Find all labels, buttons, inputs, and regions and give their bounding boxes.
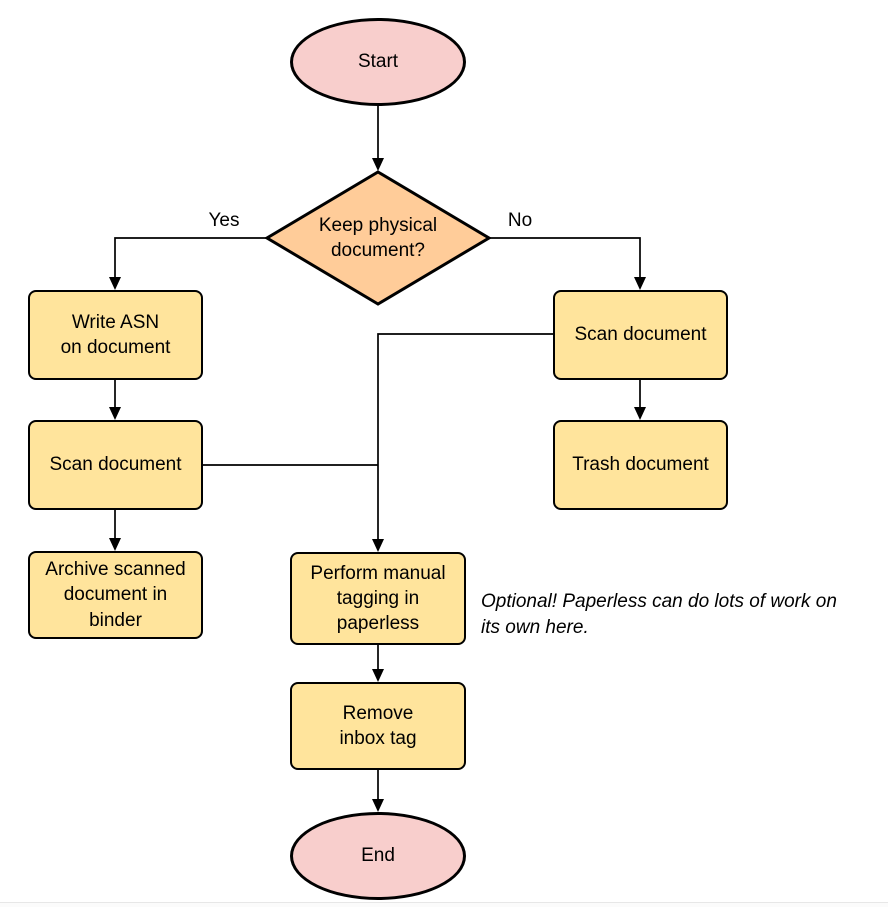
edge-label-yes: Yes bbox=[208, 210, 240, 231]
node-manual-tagging-label: Perform manual tagging in paperless bbox=[310, 562, 446, 635]
node-start: Start bbox=[290, 18, 466, 106]
node-trash-document-label: Trash document bbox=[572, 454, 709, 476]
edge-label-no: No bbox=[507, 210, 533, 231]
node-trash-document: Trash document bbox=[553, 420, 728, 510]
node-start-label: Start bbox=[357, 51, 399, 73]
node-scan-document-right-label: Scan document bbox=[574, 324, 707, 346]
node-scan-document-right: Scan document bbox=[553, 290, 728, 380]
node-write-asn-label: Write ASN on document bbox=[60, 311, 171, 358]
node-manual-tagging: Perform manual tagging in paperless bbox=[290, 552, 466, 645]
edge-decision-yes-to-write-asn bbox=[109, 237, 266, 290]
node-archive-binder: Archive scanned document in binder bbox=[28, 551, 203, 639]
node-archive-binder-label: Archive scanned document in binder bbox=[45, 559, 186, 631]
node-end-label: End bbox=[361, 845, 395, 867]
edge-decision-no-to-scan-right bbox=[490, 237, 646, 290]
node-scan-document-left-label: Scan document bbox=[49, 454, 182, 476]
node-scan-document-left: Scan document bbox=[28, 420, 203, 510]
page-bottom-divider bbox=[0, 902, 888, 907]
node-remove-inbox-tag: Remove inbox tag bbox=[290, 682, 466, 770]
annotation-optional-note: Optional! Paperless can do lots of work … bbox=[481, 591, 837, 639]
edge-scan-right-to-manual-tagging bbox=[372, 333, 553, 552]
node-decision-label: Keep physical document? bbox=[318, 214, 438, 261]
node-write-asn: Write ASN on document bbox=[28, 290, 203, 380]
node-end: End bbox=[290, 812, 466, 900]
node-remove-inbox-tag-label: Remove inbox tag bbox=[339, 702, 417, 749]
